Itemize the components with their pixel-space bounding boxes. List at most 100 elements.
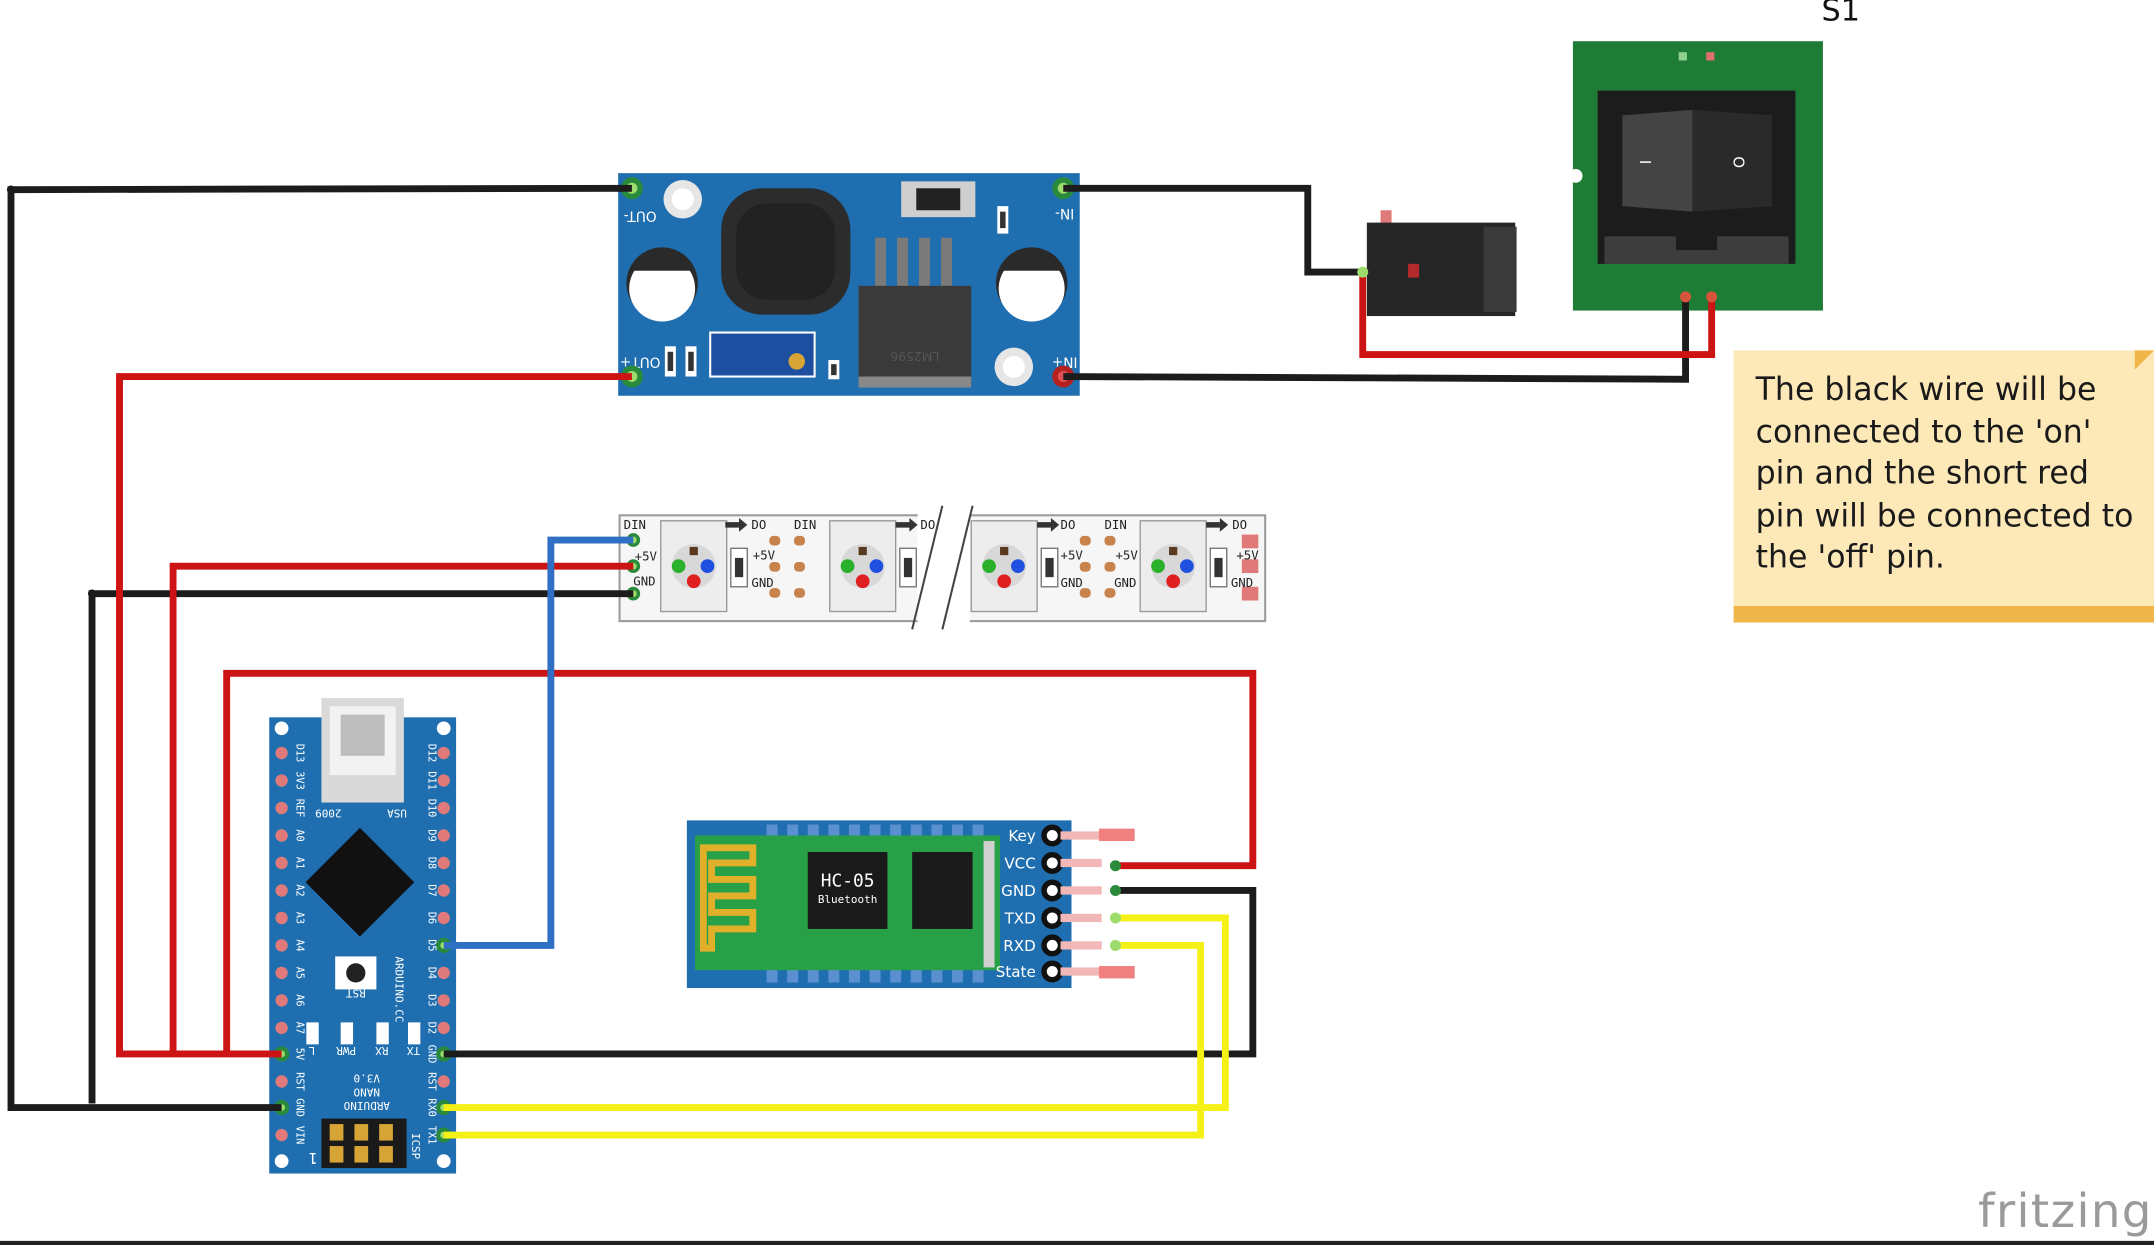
nano-pin-d8: D8 [426,857,438,869]
arduino-nano: D13 3V3 REF A0 A1 A2 A3 A4 A5 A6 A7 5V R… [269,698,457,1174]
nano-pin-a3: A3 [294,912,306,924]
nano-brand-label: ARDUINO.CC [393,956,406,1022]
led-label-gnd-2: GND [751,576,773,590]
nano-pin-d9: D9 [426,829,438,841]
led-label-5v-4: +5V [1115,548,1138,562]
nano-pin-a1: A1 [294,857,306,869]
nano-pin-d2: D2 [426,1022,438,1034]
led-label-din-3-do: DO [1061,518,1076,532]
led-pixel-2 [829,520,917,613]
note-fold-corner [2134,350,2154,370]
led-label-gnd-1: GND [633,574,655,588]
nano-led-pwr: PWR [336,1044,356,1057]
led-label-din-2: DIN [794,518,816,532]
wire-red-5v-strip [169,562,634,1054]
hc05-pin-gnd: GND [1001,882,1036,900]
nano-pin-a5: A5 [294,967,306,979]
nano-pin-a0: A0 [294,829,306,841]
nano-pin-rst-right: RST [426,1072,438,1091]
nano-name-line3: V3.0 [354,1072,380,1085]
switch-off-symbol: O [1730,156,1748,168]
nano-pin-d11: D11 [426,771,438,790]
led-label-5v-end: +5V [1236,548,1259,562]
hc05-pin-key: Key [1008,827,1035,845]
wire-red-jack-switch [1359,272,1716,358]
buck-pin-in-minus: IN- [1055,205,1074,221]
wire-black-in-plus [1063,296,1689,383]
nano-led-rx: RX [375,1044,389,1057]
nano-pin1-label: 1 [309,1149,318,1167]
nano-pin-vin: VIN [294,1126,306,1145]
hc05-pin-txd: TXD [1004,909,1036,927]
nano-rst-label: RST [345,986,365,999]
nano-usa-label: USA [387,806,407,819]
nano-pin-d6: D6 [426,912,438,924]
led-label-gnd-3: GND [1061,576,1083,590]
hc05-pin-state: State [996,963,1036,981]
nano-pin-gnd-right: GND [426,1045,438,1064]
nano-pin-d12: D12 [426,744,438,763]
nano-year-label: 2009 [315,806,341,819]
wire-black-gnd-hc05 [443,887,1257,1058]
led-label-din-3: DIN [1104,518,1126,532]
led-label-gnd-end: GND [1231,576,1253,590]
nano-pin-d7: D7 [426,884,438,896]
fritzing-watermark: fritzing [1978,1184,2153,1240]
led-label-5v-3: +5V [1061,548,1084,562]
led-label-gnd-4: GND [1114,576,1136,590]
nano-pin-5v: 5V [294,1048,306,1060]
nano-pin-d5: D5 [426,939,438,951]
hc05-pin-vcc: VCC [1004,854,1035,872]
buck-converter: LM2596 OUT- OUT+ IN- IN+ [618,173,1080,396]
nano-pin-a6: A6 [294,994,306,1006]
nano-pin-a2: A2 [294,884,306,896]
switch-on-symbol: I [1636,160,1654,164]
led-label-do-1: DO [751,518,766,532]
nano-pin-a4: A4 [294,939,306,951]
switch-label: S1 [1821,0,1860,29]
led-label-5v-2: +5V [753,548,776,562]
hc05-subtitle: Bluetooth [818,893,878,906]
nano-pin-rst-left: RST [294,1072,306,1091]
annotation-note: The black wire will be connected to the … [1733,350,2154,623]
nano-pin-d13: D13 [294,744,306,763]
hc05-bluetooth-module: HC-05 Bluetooth Key VCC GND TXD RXD Stat… [686,820,1135,989]
led-label-do-2: DO [920,518,935,532]
led-label-din-1: DIN [624,518,646,532]
dc-power-jack [1366,210,1517,317]
wire-yellow-txd [443,914,1229,1112]
buck-pin-out-plus: OUT+ [620,353,661,369]
note-text: The black wire will be connected to the … [1755,372,2134,576]
nano-pin-3v3: 3V3 [294,771,306,790]
wire-yellow-rxd [443,941,1205,1139]
nano-pin-d10: D10 [426,799,438,818]
wires [7,184,1716,1139]
wire-red-5v-hc05 [223,669,1257,1054]
rocker-switch: I O [1568,41,1823,311]
led-pixel-4 [1139,520,1228,613]
nano-led-l: L [308,1044,315,1057]
wire-red-5v-buck [116,373,632,1058]
nano-name-line1: ARDUINO [344,1099,390,1112]
nano-pin-gnd-left: GND [294,1098,306,1117]
buck-pin-in-plus: IN+ [1052,353,1078,369]
hc05-title: HC-05 [821,870,875,891]
led-pixel-3 [970,520,1059,613]
nano-pin-rx0: RX0 [426,1098,438,1117]
wire-blue-data [443,536,634,949]
nano-led-tx: TX [406,1044,420,1057]
nano-name-line2: NANO [354,1085,380,1098]
nano-pin-d4: D4 [426,967,438,979]
nano-pin-ref: REF [294,799,306,818]
nano-pin-a7: A7 [294,1022,306,1034]
nano-icsp-label: ICSP [409,1133,422,1160]
wire-end-markers [6,185,1718,951]
hc05-pin-rxd: RXD [1003,937,1035,955]
led-pixel-1 [660,520,748,613]
led-strip: DIN +5V GND DO DIN +5V GND DO DO DIN +5V… [618,505,1267,630]
wire-black-gnd-buck [7,184,632,1112]
led-label-5v-1: +5V [635,550,658,564]
nano-pin-d3: D3 [426,994,438,1006]
nano-pin-tx1: TX1 [426,1126,438,1145]
